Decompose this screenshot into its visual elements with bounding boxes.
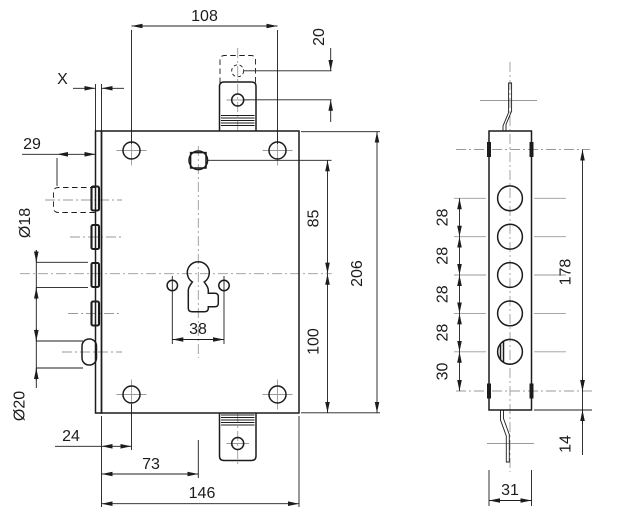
- fixing-hole-bottom-left: [122, 385, 141, 404]
- front-dimensions: 108 20 X 29: [12, 8, 380, 507]
- dim-31: 31: [501, 482, 519, 499]
- top-tab-hatching: [221, 115, 255, 126]
- latch-pin-oblong: [81, 338, 98, 366]
- front-hole-crosshairs: [116, 99, 293, 444]
- bottom-tab-hatching: [221, 414, 255, 426]
- dim-d20: Ø20: [12, 391, 29, 421]
- top-tab: [218, 81, 257, 131]
- pivot-nubs: [487, 142, 534, 399]
- dim-28-2: 28: [435, 247, 452, 265]
- dim-108: 108: [191, 8, 218, 25]
- spindle-hole-square: [189, 151, 207, 169]
- dim-14: 14: [558, 435, 575, 453]
- side-dimensions: 28 28 28 28 30 178 14 31: [435, 149, 592, 506]
- dim-100: 100: [306, 328, 323, 355]
- front-centerlines: [20, 48, 332, 466]
- dim-28-1: 28: [435, 209, 452, 227]
- side-faceplate: [488, 130, 533, 411]
- dim-73: 73: [142, 456, 160, 473]
- dim-85: 85: [306, 210, 323, 228]
- dim-d18: Ø18: [17, 208, 34, 238]
- bottom-tab-hole: [230, 436, 245, 451]
- fixing-hole-bottom-right: [268, 385, 287, 404]
- bottom-tab: [218, 413, 257, 462]
- dim-20: 20: [311, 28, 328, 46]
- dim-178: 178: [558, 259, 575, 286]
- deadbolt-pins: [90, 185, 101, 327]
- dim-29: 29: [23, 136, 41, 153]
- deadbolt-extended-dashed: [53, 187, 96, 213]
- cylinder-keyhole: [186, 261, 220, 313]
- dim-206: 206: [349, 260, 366, 287]
- side-view: 28 28 28 28 30 178 14 31: [435, 62, 592, 506]
- lock-body: [100, 130, 300, 414]
- front-view: 108 20 X 29: [12, 8, 380, 507]
- dim-146: 146: [189, 485, 216, 502]
- dim-28-3: 28: [435, 285, 452, 303]
- dim-38: 38: [189, 321, 207, 338]
- dim-x: X: [57, 71, 68, 88]
- bottom-bent-strip: [500, 410, 510, 463]
- side-plate-holes: [496, 185, 524, 365]
- dim-30: 30: [435, 363, 452, 381]
- dim-28-4: 28: [435, 324, 452, 342]
- dim-24: 24: [62, 428, 80, 445]
- top-bent-strip: [502, 82, 513, 131]
